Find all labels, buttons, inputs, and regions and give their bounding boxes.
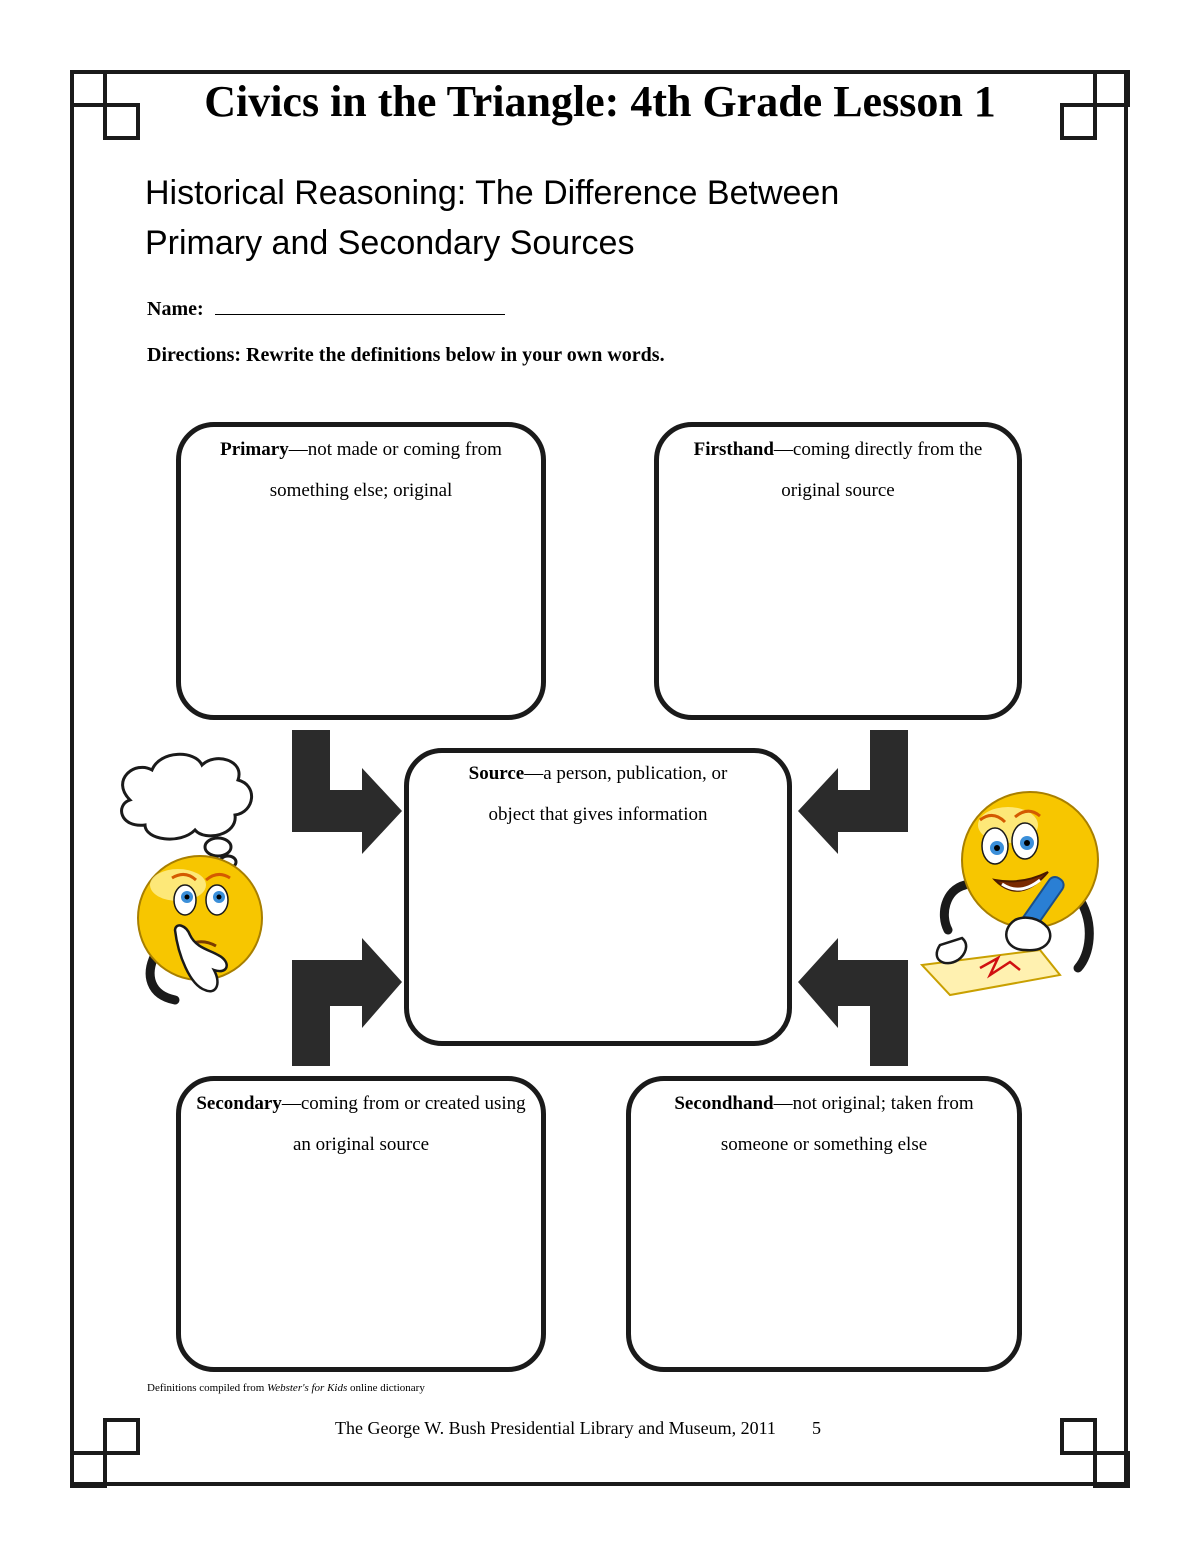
definition-box-source[interactable]: Source—a person, publication, or object … bbox=[404, 748, 792, 1046]
page-footer: The George W. Bush Presidential Library … bbox=[335, 1418, 821, 1439]
term-primary: Primary bbox=[220, 439, 289, 460]
corner-ornament-top-right bbox=[1060, 70, 1130, 140]
term-secondary: Secondary bbox=[196, 1093, 282, 1114]
term-secondhand: Secondhand bbox=[674, 1093, 774, 1114]
footer-credit: The George W. Bush Presidential Library … bbox=[335, 1418, 776, 1438]
term-firsthand: Firsthand bbox=[693, 439, 774, 460]
term-source: Source bbox=[468, 763, 525, 784]
definition-box-firsthand[interactable]: Firsthand—coming directly from the origi… bbox=[654, 422, 1022, 720]
definition-box-secondary[interactable]: Secondary—coming from or created using a… bbox=[176, 1076, 546, 1372]
subtitle-line-2: Primary and Secondary Sources bbox=[145, 224, 635, 262]
footnote-source-title: Webster's for Kids bbox=[267, 1382, 348, 1394]
definition-secondary: —coming from or created using an origina… bbox=[281, 1093, 526, 1155]
thought-bubble-icon bbox=[120, 752, 254, 870]
lesson-subtitle: Historical Reasoning: The Difference Bet… bbox=[145, 168, 1025, 268]
page-number: 5 bbox=[811, 1418, 821, 1438]
name-row: Name: bbox=[147, 296, 505, 321]
definition-primary: —not made or coming from something else;… bbox=[269, 439, 502, 501]
definition-source: —a person, publication, or object that g… bbox=[488, 763, 728, 825]
arrow-icon bbox=[798, 730, 908, 854]
arrow-icon bbox=[798, 938, 908, 1066]
definitions-footnote: Definitions compiled from Webster's for … bbox=[147, 1382, 425, 1394]
corner-ornament-top-left bbox=[70, 70, 140, 140]
definition-box-secondhand[interactable]: Secondhand—not original; taken from some… bbox=[626, 1076, 1022, 1372]
subtitle-line-1: Historical Reasoning: The Difference Bet… bbox=[145, 174, 840, 212]
directions: Directions: Rewrite the definitions belo… bbox=[147, 344, 665, 366]
definition-secondhand: —not original; taken from someone or som… bbox=[720, 1093, 974, 1155]
footnote-prefix: Definitions compiled from bbox=[147, 1382, 268, 1394]
page-title: Civics in the Triangle: 4th Grade Lesson… bbox=[204, 77, 996, 126]
arrow-icon bbox=[292, 730, 402, 854]
arrow-icon bbox=[292, 938, 402, 1066]
name-label: Name: bbox=[147, 298, 204, 320]
writing-smiley-icon bbox=[919, 791, 1099, 997]
footnote-suffix: online dictionary bbox=[347, 1382, 425, 1394]
page-border bbox=[70, 70, 1128, 1486]
corner-ornament-bottom-right bbox=[1060, 1418, 1130, 1488]
definition-box-primary[interactable]: Primary—not made or coming from somethin… bbox=[176, 422, 546, 720]
corner-ornament-bottom-left bbox=[70, 1418, 140, 1488]
name-blank-line[interactable] bbox=[214, 296, 505, 315]
definition-firsthand: —coming directly from the original sourc… bbox=[773, 439, 983, 501]
thinking-smiley-icon bbox=[137, 855, 263, 1005]
